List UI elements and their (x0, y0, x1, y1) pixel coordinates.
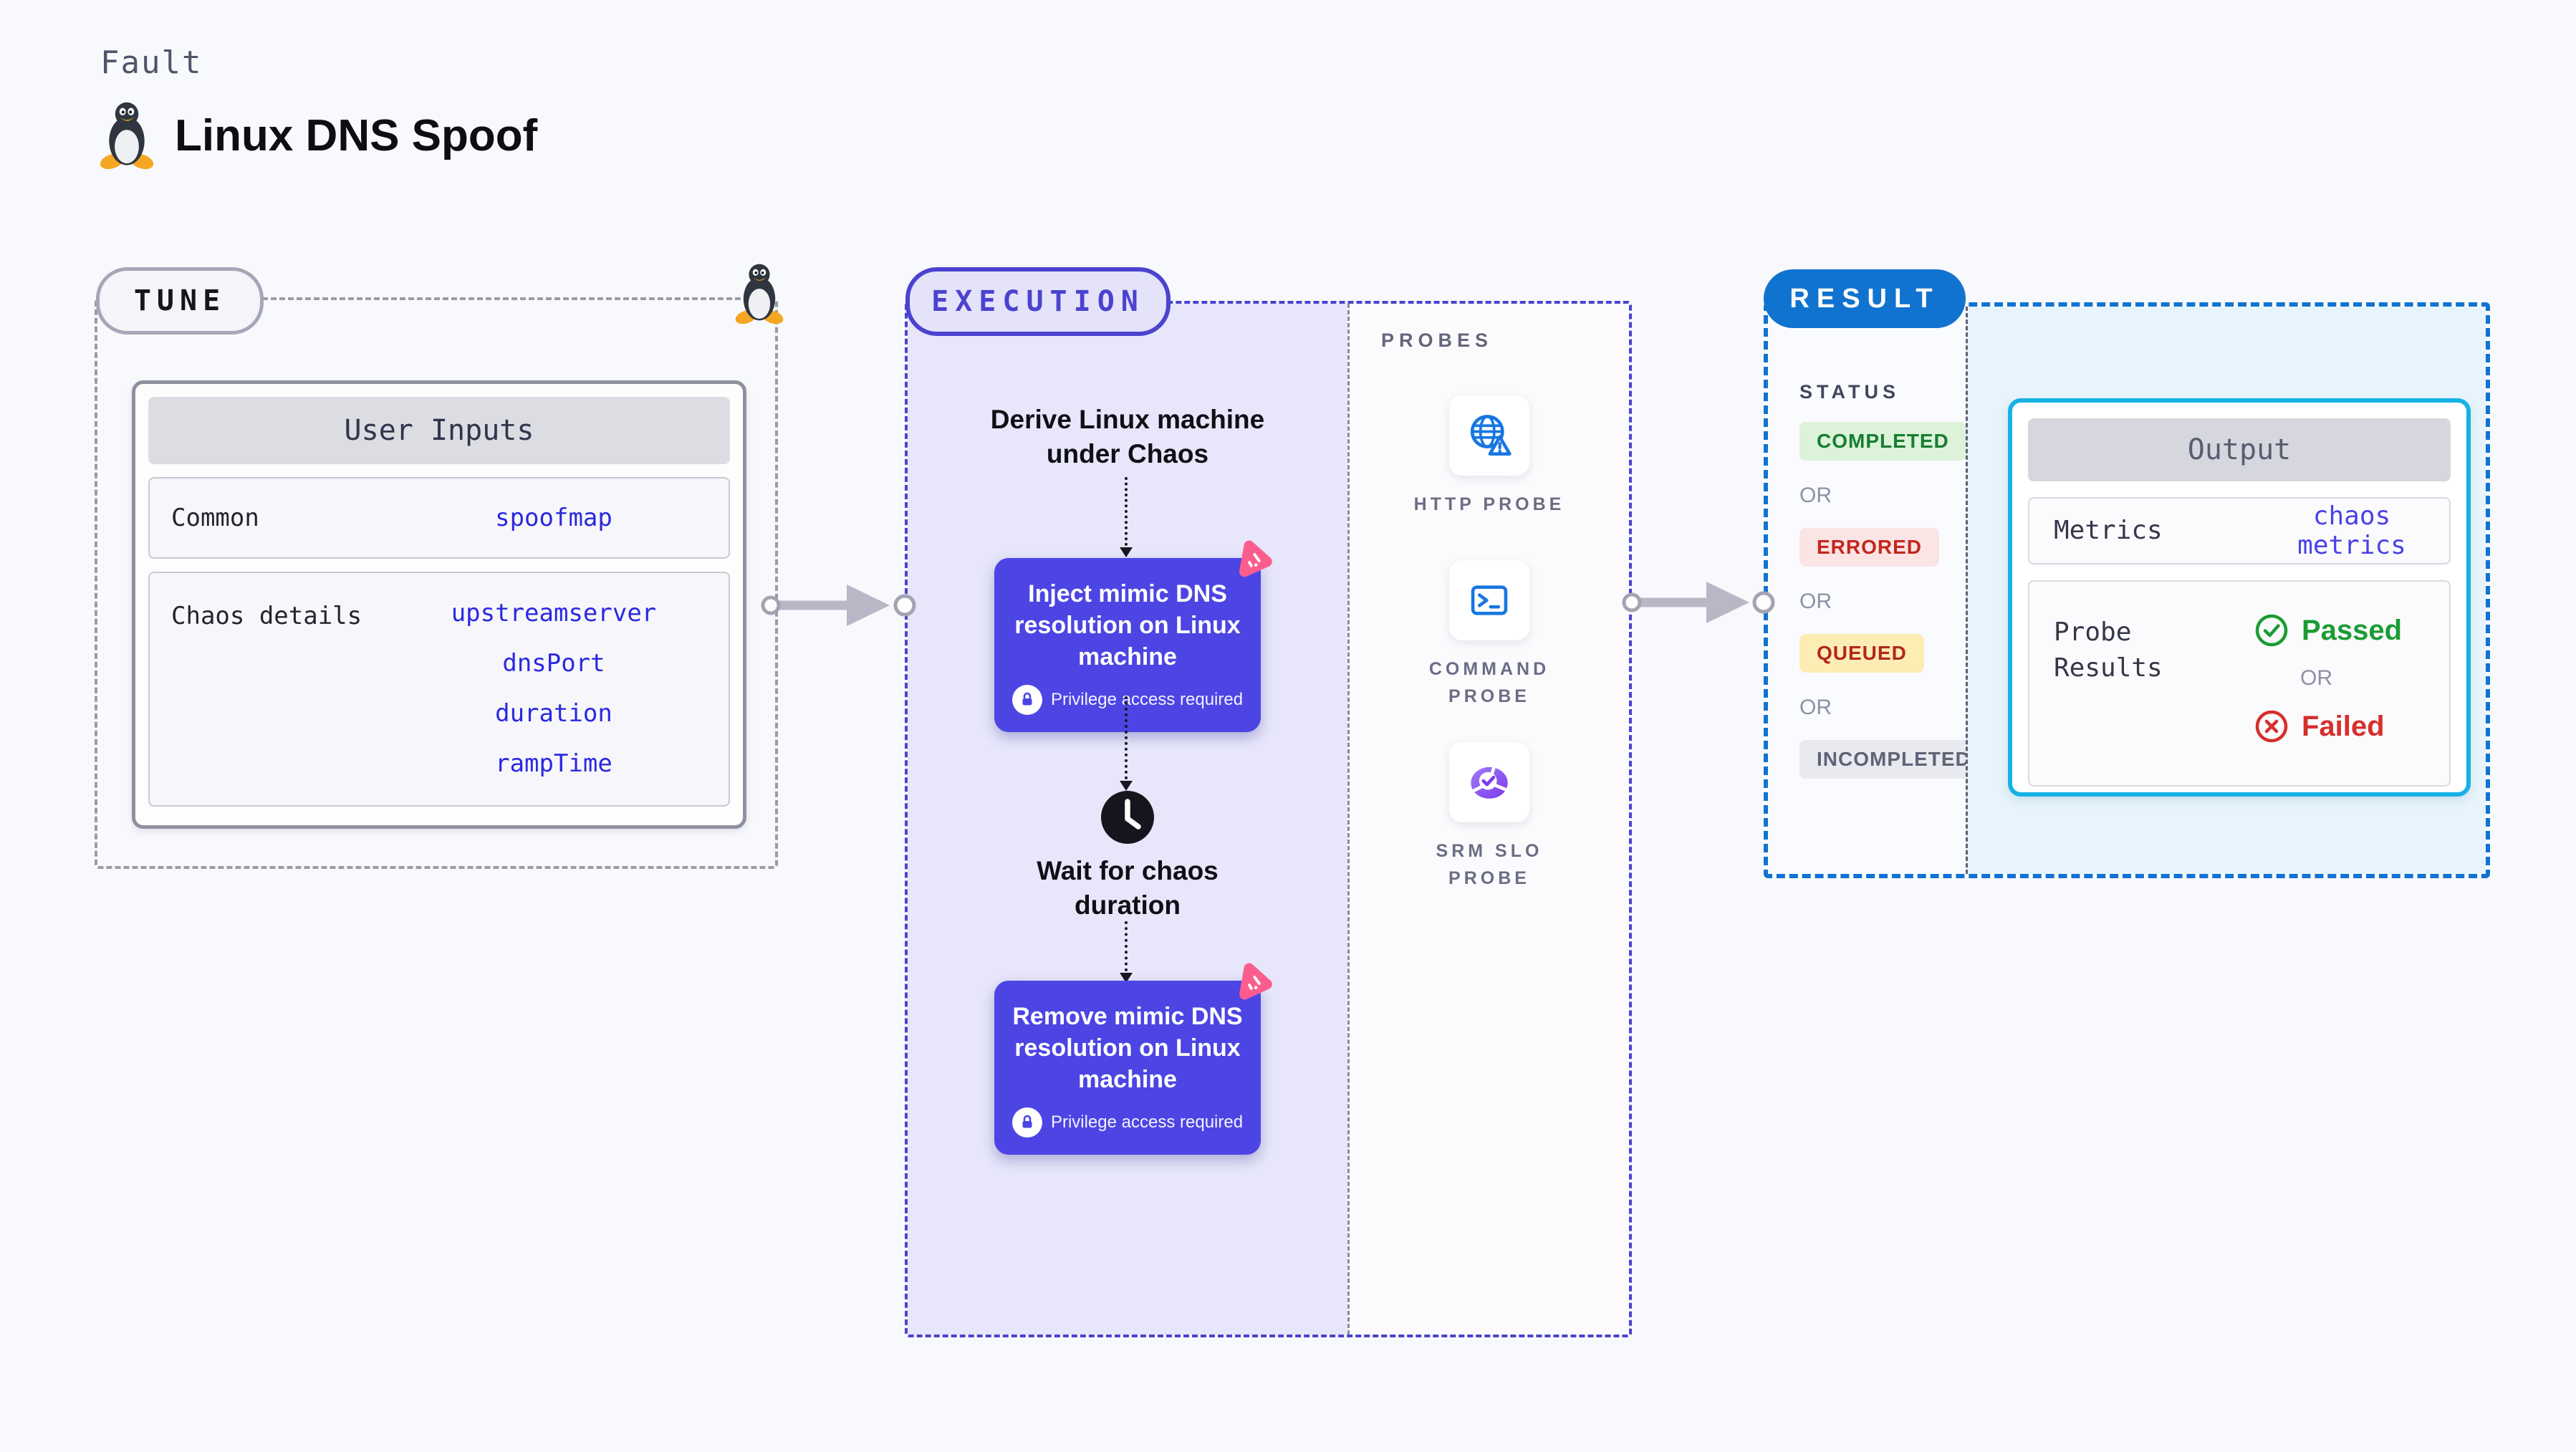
probe-result-passed: Passed (2254, 613, 2449, 648)
linux-tux-icon-small (735, 264, 784, 324)
output-card: Output Metrics chaos metrics Probe Resul… (2008, 398, 2471, 797)
execution-label-pill: EXECUTION (905, 267, 1171, 336)
privilege-badge-text: Privilege access required (1050, 1112, 1244, 1132)
lock-icon (1011, 1107, 1042, 1138)
passed-check-icon (2255, 614, 2288, 647)
probes-panel: PROBES HTTP PROBE (1347, 304, 1629, 1335)
action-title: Inject mimic DNS resolution on Linux mac… (1014, 580, 1241, 671)
lock-icon (1011, 684, 1042, 715)
tune-label-pill: TUNE (96, 267, 264, 335)
wait-step-label: Wait for chaos duration (1037, 856, 1219, 920)
input-value: duration (495, 699, 612, 728)
flow-arrow-tune-to-execution (761, 585, 916, 626)
or-separator: OR (2300, 666, 2332, 690)
page-title-row: Linux DNS Spoof (99, 102, 537, 169)
srm-slo-probe-icon (1471, 764, 1508, 799)
failed-text: Failed (2302, 710, 2385, 742)
fault-category-label: Fault (100, 44, 203, 81)
action-title: Remove mimic DNS resolution on Linux mac… (1012, 1003, 1243, 1094)
output-area: Output Metrics chaos metrics Probe Resul… (1966, 307, 2486, 874)
or-separator: OR (1799, 696, 1832, 719)
dotted-connector (1120, 921, 1133, 983)
inject-action-node: Inject mimic DNS resolution on Linux mac… (994, 540, 1272, 732)
result-label-pill: RESULT (1764, 269, 1966, 328)
metrics-label: Metrics (2054, 515, 2163, 545)
http-probe-icon (1470, 415, 1512, 456)
status-heading: STATUS (1799, 381, 1900, 403)
status-badge-completed: COMPLETED (1799, 422, 1966, 461)
probe-card (1449, 742, 1529, 822)
privilege-badge-text: Privilege access required (1050, 689, 1244, 709)
status-badge-errored: ERRORED (1799, 528, 1940, 567)
status-badge-queued: QUEUED (1799, 634, 1924, 673)
user-inputs-row-common: Common spoofmap (148, 477, 730, 559)
input-value: dnsPort (502, 649, 605, 678)
probe-item-command: COMMAND PROBE (1350, 560, 1629, 710)
probe-label: SRM SLO PROBE (1436, 841, 1543, 888)
privilege-badge: Privilege access required (1009, 1107, 1246, 1138)
chaos-fault-icon (1239, 963, 1272, 1000)
probe-card (1449, 395, 1529, 476)
row-label: Chaos details (171, 602, 362, 630)
tune-section: User Inputs Common spoofmap Chaos detail… (95, 297, 778, 869)
flow-arrow-execution-to-result (1622, 582, 1775, 623)
probe-card (1449, 560, 1529, 640)
user-inputs-header: User Inputs (148, 397, 730, 464)
dotted-connector (1120, 696, 1133, 791)
status-column: STATUS COMPLETED OR ERRORED OR QUEUED OR… (1768, 307, 1988, 874)
status-badge-incompleted: INCOMPLETED (1799, 740, 1988, 779)
execution-flow-area: Derive Linux machine under Chaos Inject … (908, 304, 1347, 1335)
user-inputs-card: User Inputs Common spoofmap Chaos detail… (132, 380, 746, 829)
output-row-metrics: Metrics chaos metrics (2028, 497, 2451, 564)
passed-text: Passed (2302, 614, 2403, 646)
probe-label: HTTP PROBE (1413, 494, 1565, 514)
dotted-connector (1120, 477, 1133, 557)
probe-result-failed: Failed (2254, 709, 2449, 744)
chaos-fault-icon (1239, 540, 1272, 577)
command-probe-icon (1471, 585, 1508, 615)
row-label: Common (171, 504, 259, 532)
probes-heading: PROBES (1381, 330, 1494, 351)
user-inputs-row-chaos-details: Chaos details upstreamserver dnsPort dur… (148, 572, 730, 807)
input-value: rampTime (495, 749, 612, 778)
probe-label: COMMAND PROBE (1428, 659, 1550, 706)
failed-x-icon (2255, 710, 2288, 743)
derive-step-label: Derive Linux machine under Chaos (990, 405, 1265, 469)
or-separator: OR (1799, 590, 1832, 613)
or-separator: OR (1799, 484, 1832, 507)
output-row-probe-results: Probe Results Passed OR (2028, 580, 2451, 787)
probe-item-http: HTTP PROBE (1350, 395, 1629, 519)
page-title: Linux DNS Spoof (175, 110, 538, 160)
probe-item-srm-slo: SRM SLO PROBE (1350, 742, 1629, 892)
execution-section: Derive Linux machine under Chaos Inject … (905, 301, 1632, 1337)
output-header: Output (2028, 418, 2451, 481)
clock-icon (1100, 789, 1155, 849)
input-value: upstreamserver (451, 599, 657, 628)
privilege-badge: Privilege access required (1009, 684, 1246, 715)
result-section: STATUS COMPLETED OR ERRORED OR QUEUED OR… (1764, 302, 2490, 878)
probe-results-label: Probe Results (2054, 617, 2163, 683)
metrics-value: chaos metrics (2297, 501, 2406, 560)
remove-action-node: Remove mimic DNS resolution on Linux mac… (994, 963, 1272, 1155)
linux-tux-icon (100, 102, 154, 169)
input-value: spoofmap (495, 504, 612, 532)
